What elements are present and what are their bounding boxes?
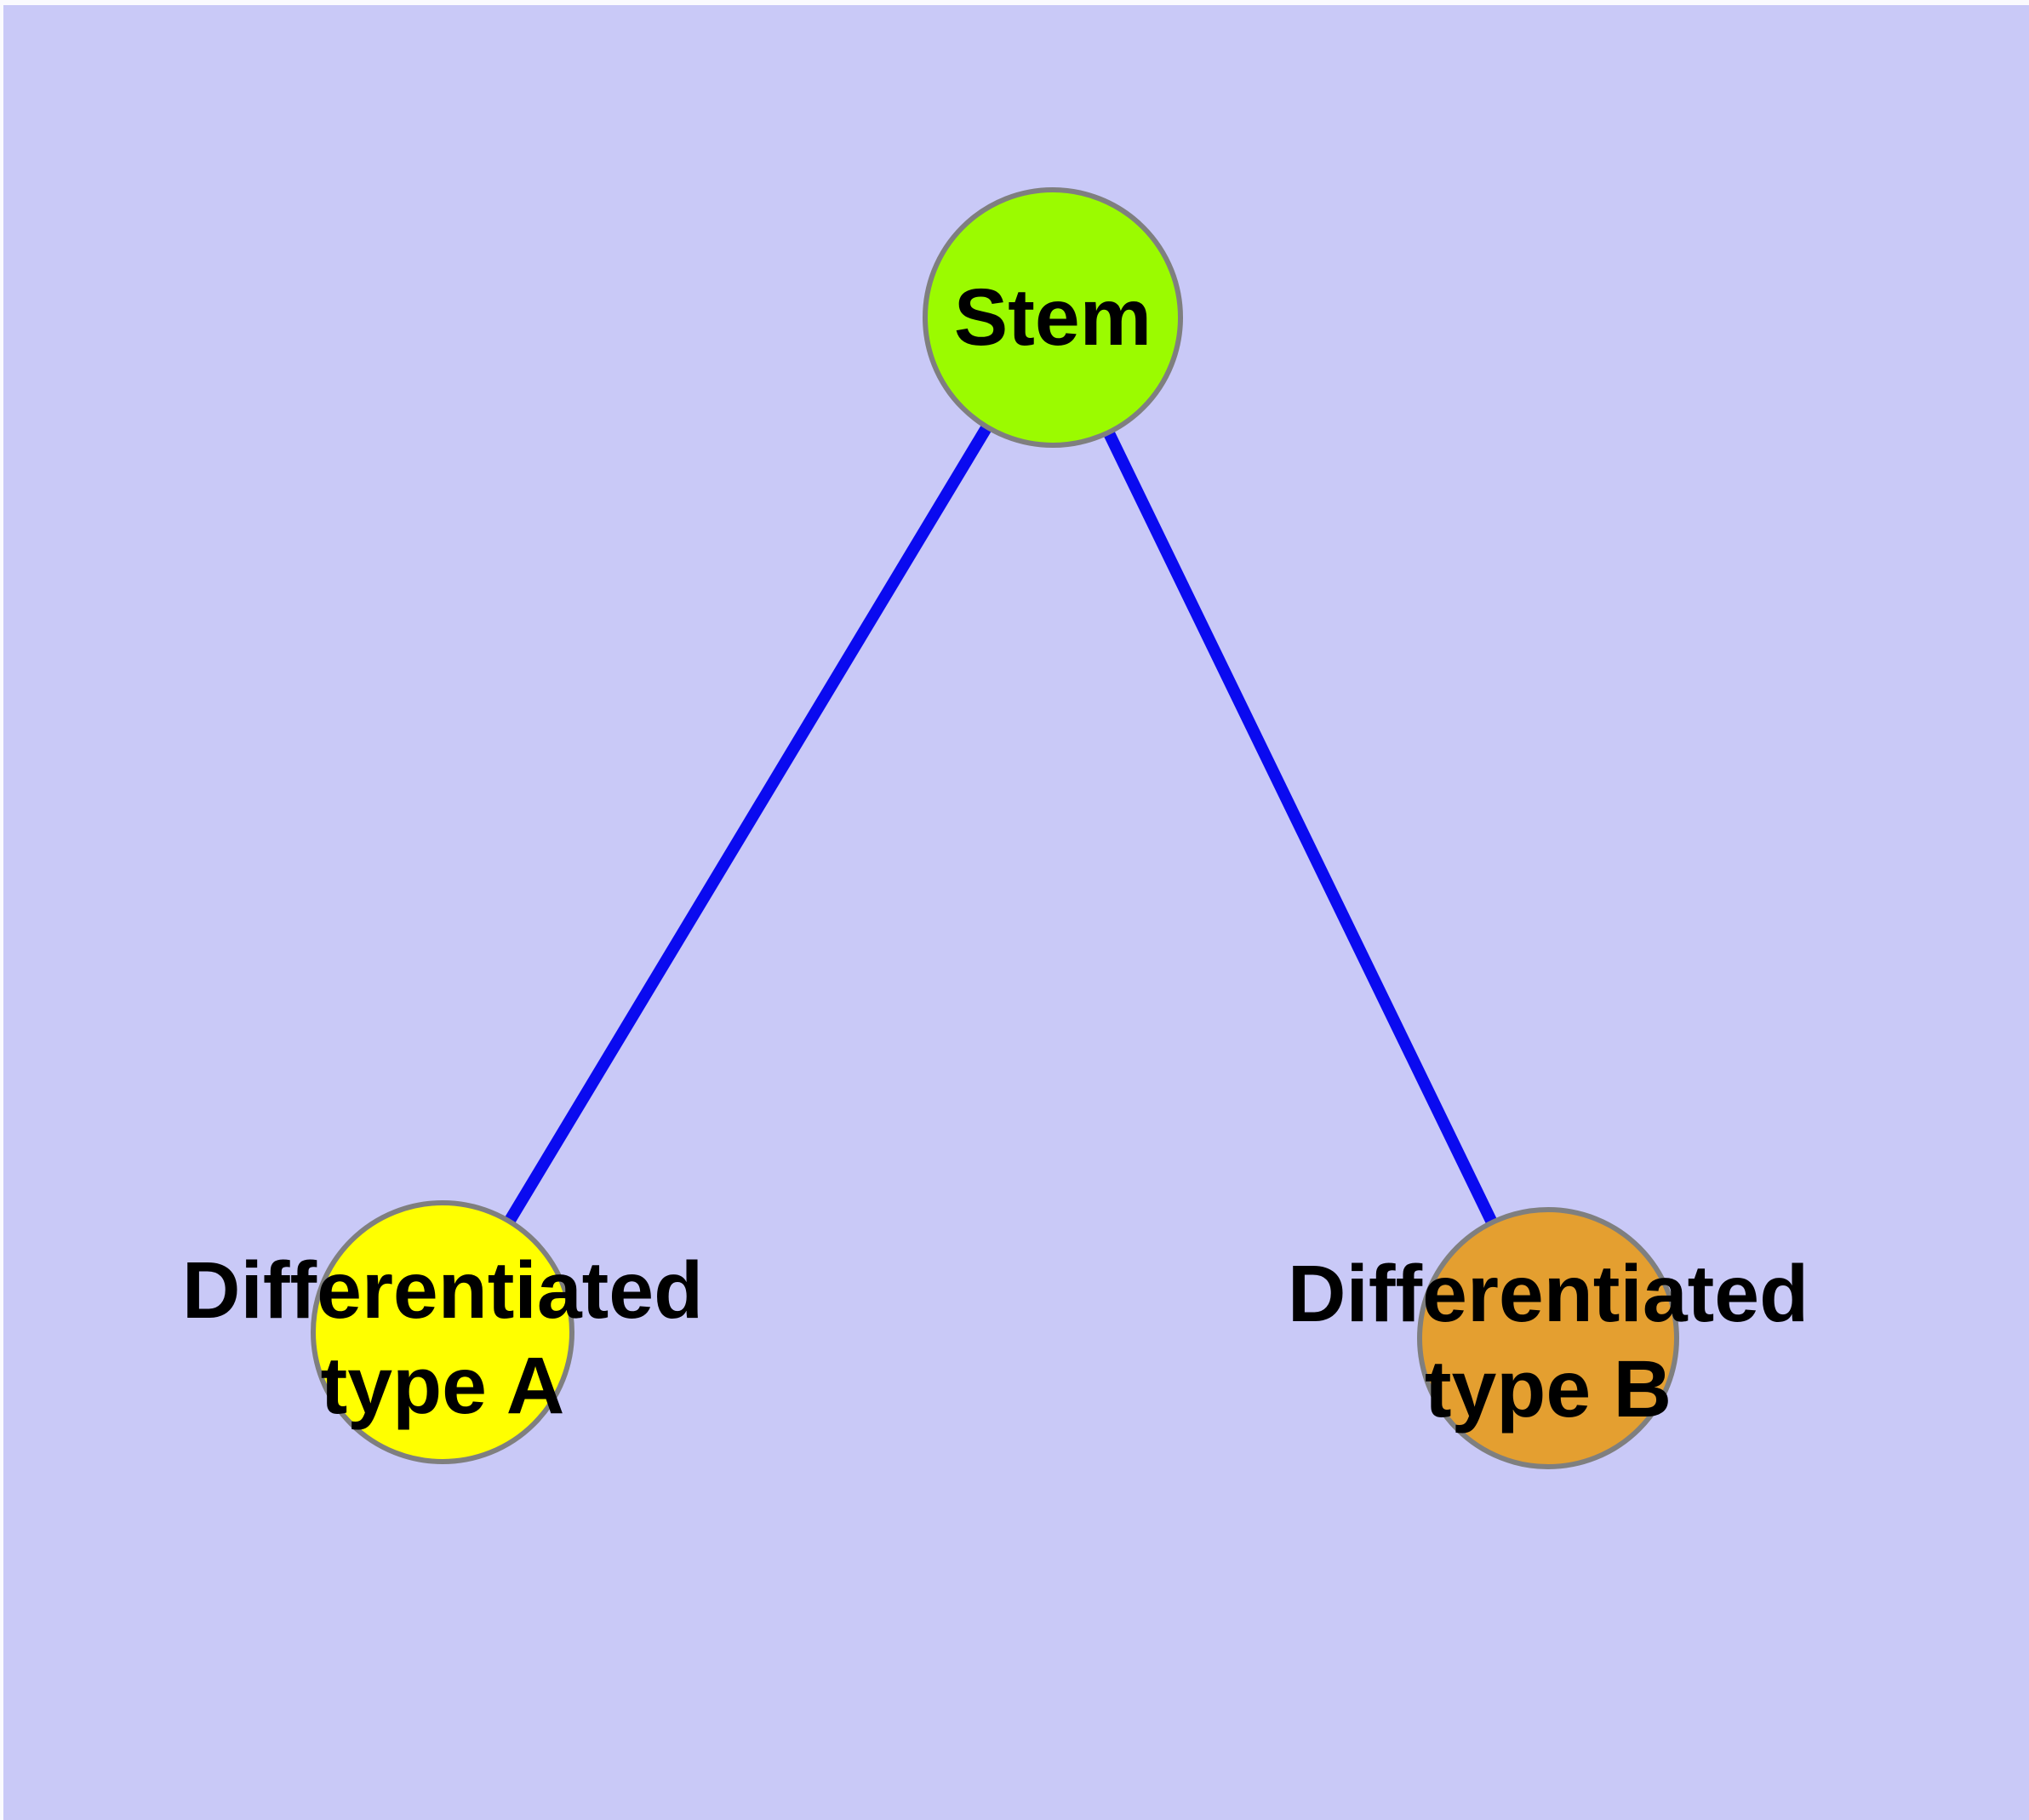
edge-stem-to-type-b <box>1047 314 1554 1342</box>
edge-stem-to-type-a <box>437 314 1058 1336</box>
node-differentiated-type-b[interactable] <box>1417 1207 1679 1469</box>
node-stem[interactable] <box>923 187 1183 448</box>
node-differentiated-type-a[interactable] <box>311 1200 574 1464</box>
